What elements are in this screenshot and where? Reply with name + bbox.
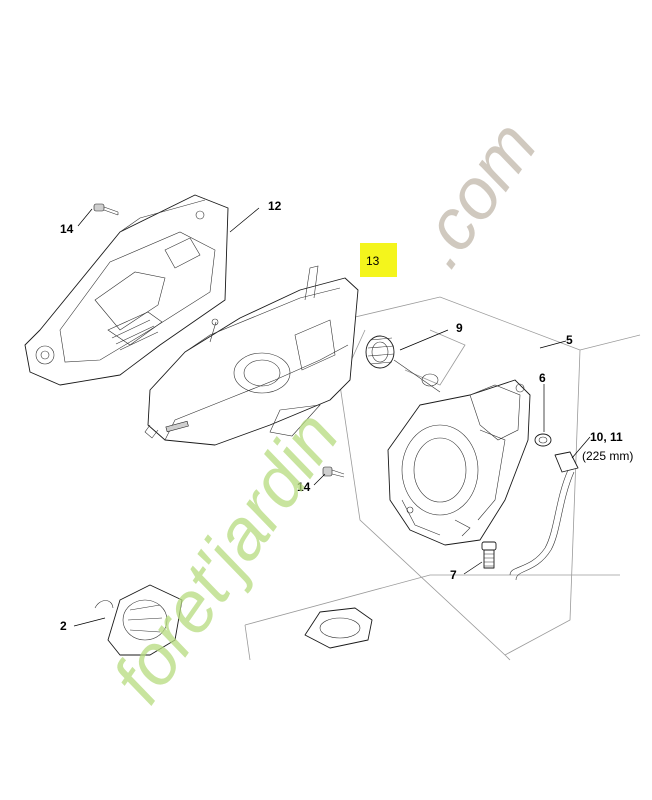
group-outlines (244, 296, 641, 661)
part-2-pulley (94, 584, 183, 656)
part-5-tank-housing (387, 379, 531, 546)
part-7-filter (481, 541, 497, 569)
label-part-2: 2 (60, 619, 67, 633)
label-part-6: 6 (539, 371, 546, 385)
label-part-10-11-length: (225 mm) (582, 449, 633, 463)
part-13-highlight (360, 243, 397, 277)
label-part-5: 5 (566, 333, 573, 347)
part-6-bushing (534, 433, 552, 447)
part-12-cover (24, 194, 229, 386)
watermark-suffix: .com (398, 107, 553, 281)
label-part-9: 9 (456, 321, 463, 335)
label-part-13: 13 (366, 254, 380, 268)
part-14-screw-top (93, 203, 119, 216)
label-part-14-bottom: 14 (297, 480, 311, 494)
label-part-7: 7 (450, 568, 457, 582)
part-partial-bottom (304, 607, 373, 649)
part-14-screw-bottom (322, 466, 345, 478)
leader-lines (73, 207, 591, 627)
part-9-oil-pump (365, 335, 441, 393)
part-labels: 14 12 13 9 5 6 10, 11 (225 mm) 14 7 2 (60, 199, 633, 633)
label-part-12: 12 (268, 199, 282, 213)
watermark-main: foret'jardin (98, 398, 355, 717)
part-13-housing (144, 265, 359, 446)
part-10-11-oil-hose (509, 451, 579, 581)
label-part-14-top: 14 (60, 222, 74, 236)
label-part-10-11: 10, 11 (590, 430, 623, 444)
